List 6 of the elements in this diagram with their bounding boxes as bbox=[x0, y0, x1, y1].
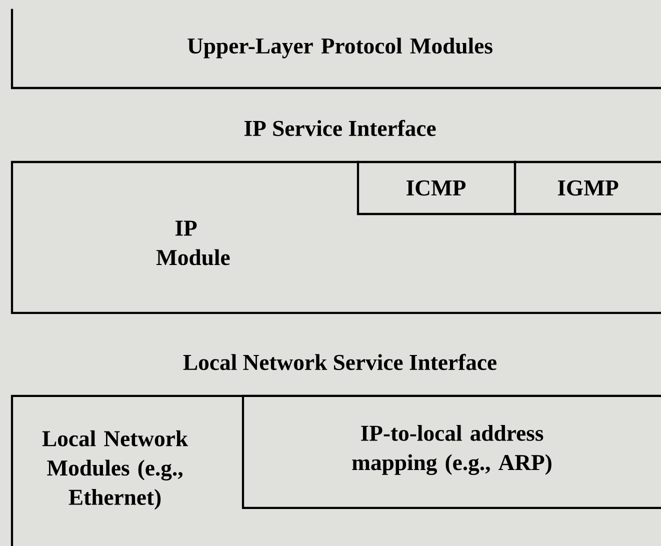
interface-label: IP Service Interface bbox=[244, 120, 436, 136]
sub-module-box: IP-to-local address mapping (e.g., ARP) bbox=[242, 394, 661, 510]
sub-module-box: IGMP bbox=[514, 160, 661, 216]
module-box: Upper-Layer Protocol Modules bbox=[10, 8, 661, 90]
interface-label: Local Network Service Interface bbox=[183, 354, 496, 370]
sub-module-box: ICMP bbox=[356, 160, 516, 216]
